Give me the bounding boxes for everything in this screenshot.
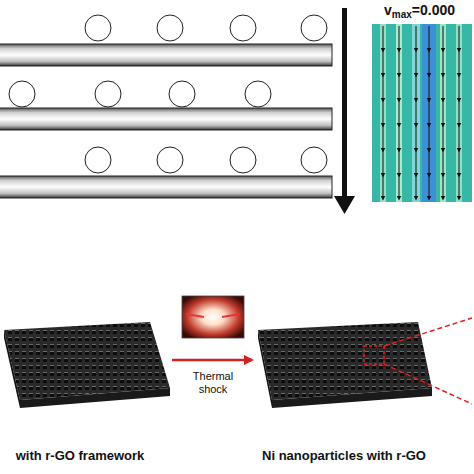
process-arrow [334, 8, 355, 214]
flow-field [372, 24, 472, 202]
thermal-shock-photo [182, 296, 244, 338]
velocity-symbol: v [384, 2, 392, 18]
velocity-value: =0.000 [412, 2, 455, 18]
ni-rgo-slab [258, 318, 472, 408]
velocity-subscript: max [392, 9, 412, 20]
velocity-readout: vmax=0.000 [384, 2, 455, 18]
rgo-framework-slab [4, 322, 170, 408]
slab-caption: Ni nanoparticles with r-GO [262, 448, 426, 463]
thermal-shock-arrow [172, 359, 252, 362]
tube-rows [0, 15, 332, 198]
thermal-shock-label: Thermal shock [183, 370, 243, 395]
slab-caption: with r-GO framework [16, 448, 145, 463]
